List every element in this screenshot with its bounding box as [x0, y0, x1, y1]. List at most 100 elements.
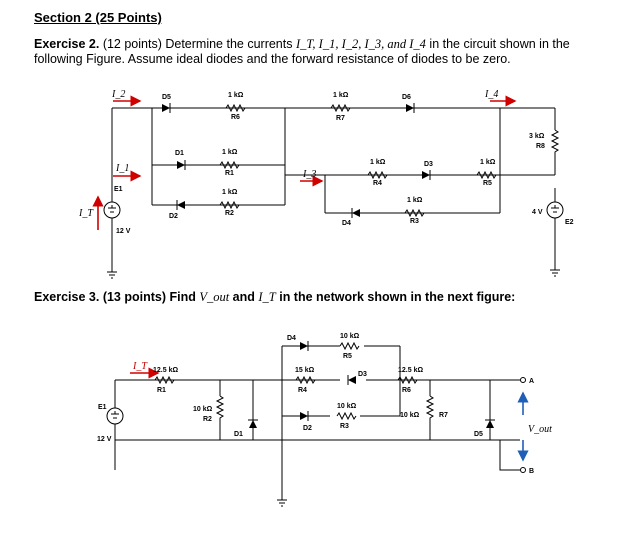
i3-label: I_3 — [302, 169, 316, 180]
r1-name: R1 — [225, 170, 234, 177]
c2-resistor-r6 — [397, 375, 418, 385]
source-e2 — [546, 201, 564, 219]
c2-diode-d2 — [300, 411, 309, 421]
vout-label: V_out — [528, 424, 552, 435]
r2-value: 1 kΩ — [222, 189, 238, 196]
exercise-3-text-b: and — [229, 290, 259, 304]
d4-label: D4 — [342, 220, 351, 227]
diode-d6 — [406, 103, 415, 113]
c2-r7-value: 10 kΩ — [400, 412, 420, 419]
exercise-3-text-c: in the network shown in the next figure: — [275, 290, 516, 304]
r3-value: 1 kΩ — [407, 197, 423, 204]
r3-name: R3 — [410, 218, 419, 225]
r5-name: R5 — [483, 180, 492, 187]
i4-label: I_4 — [484, 89, 498, 100]
c2-d2-label: D2 — [303, 425, 312, 432]
resistor-r3 — [404, 208, 425, 218]
c2-d3-label: D3 — [358, 371, 367, 378]
exercise-3-text: Exercise 3. (13 points) Find V_out and I… — [34, 290, 515, 305]
c2-resistor-r7 — [425, 395, 435, 432]
c2-r3-value: 10 kΩ — [337, 403, 357, 410]
d2-label: D2 — [169, 213, 178, 220]
c2-diode-d1 — [248, 419, 258, 428]
c2-resistor-r5 — [339, 341, 360, 351]
terminal-b — [520, 467, 526, 473]
d6-label: D6 — [402, 94, 411, 101]
c2-diode-d3 — [347, 375, 356, 385]
e1-value: 12 V — [116, 228, 131, 235]
e2-name: E2 — [565, 219, 574, 226]
c2-ground-icon — [277, 499, 287, 507]
c2-r1-value: 12.5 kΩ — [153, 367, 178, 374]
ground-1-icon — [107, 271, 117, 279]
r7-value: 1 kΩ — [333, 92, 349, 99]
diode-d5 — [162, 103, 171, 113]
c2-r2-name: R2 — [203, 416, 212, 423]
c2-diode-d5 — [485, 419, 495, 428]
circuit-2: 12.5 kΩ R1 10 kΩ R2 15 kΩ R4 10 kΩ R5 10… — [97, 333, 552, 507]
c2-e1-value: 12 V — [97, 436, 112, 443]
it-label: I_T — [78, 208, 94, 219]
e1-name: E1 — [114, 186, 123, 193]
resistor-r7 — [330, 103, 351, 113]
section-title: Section 2 (25 Points) — [34, 10, 162, 25]
resistor-r2 — [219, 200, 240, 210]
c2-r1-name: R1 — [157, 387, 166, 394]
circuit-1: 1 kΩ R6 1 kΩ R7 1 kΩ R1 1 kΩ R2 1 kΩ R4 … — [78, 89, 574, 279]
d1-label: D1 — [175, 150, 184, 157]
terminal-b-label: B — [529, 468, 534, 475]
resistor-r4 — [367, 170, 388, 180]
r4-name: R4 — [373, 180, 382, 187]
c2-diode-d4 — [300, 341, 309, 351]
c2-resistor-r3 — [336, 411, 357, 421]
c2-r7-name: R7 — [439, 412, 448, 419]
c2-r6-value: 12.5 kΩ — [398, 367, 423, 374]
e2-value: 4 V — [532, 209, 543, 216]
r1-value: 1 kΩ — [222, 149, 238, 156]
diode-d4 — [351, 208, 360, 218]
c2-r5-value: 10 kΩ — [340, 333, 360, 340]
c2-r4-value: 15 kΩ — [295, 367, 315, 374]
c2-source-e1 — [106, 407, 124, 425]
c2-it-label: I_T — [132, 361, 148, 372]
c2-r2-value: 10 kΩ — [193, 406, 213, 413]
d5-label: D5 — [162, 94, 171, 101]
resistor-r8 — [550, 129, 560, 160]
c2-d4-label: D4 — [287, 335, 296, 342]
c2-resistor-r2 — [215, 395, 225, 432]
i2-label: I_2 — [111, 89, 125, 100]
c2-r5-name: R5 — [343, 353, 352, 360]
r7-name: R7 — [336, 115, 345, 122]
exercise-3-it: I_T — [258, 290, 276, 304]
exercise-3-lead: Exercise 3. — [34, 290, 100, 304]
c2-r3-name: R3 — [340, 423, 349, 430]
r4-value: 1 kΩ — [370, 159, 386, 166]
exercise-2-currents: I_T, I_1, I_2, I_3, and I_4 — [295, 37, 426, 51]
resistor-r1 — [219, 160, 240, 170]
exercise-3-vout: V_out — [199, 290, 230, 304]
c2-r6-name: R6 — [402, 387, 411, 394]
r5-value: 1 kΩ — [480, 159, 496, 166]
c2-r4-name: R4 — [298, 387, 307, 394]
terminal-a-label: A — [529, 378, 534, 385]
exercise-2-text-a: (12 points) Determine the currents — [99, 37, 296, 51]
r8-name: R8 — [536, 143, 545, 150]
ground-2-icon — [550, 269, 560, 277]
r6-value: 1 kΩ — [228, 92, 244, 99]
diode-d1 — [177, 160, 186, 170]
resistor-r6 — [225, 103, 246, 113]
c2-e1-name: E1 — [98, 404, 107, 411]
c2-d5-label: D5 — [474, 431, 483, 438]
diode-d3 — [422, 170, 431, 180]
d3-label: D3 — [424, 161, 433, 168]
r8-value: 3 kΩ — [529, 133, 545, 140]
resistor-r5 — [476, 170, 497, 180]
c2-resistor-r4 — [295, 375, 316, 385]
i1-label: I_1 — [115, 163, 129, 174]
exercise-2-lead: Exercise 2. — [34, 37, 100, 51]
exercise-2-text: Exercise 2. (12 points) Determine the cu… — [34, 37, 614, 67]
r2-name: R2 — [225, 210, 234, 217]
exercise-3-text-a: (13 points) Find — [99, 290, 200, 304]
diode-d2 — [176, 200, 185, 210]
